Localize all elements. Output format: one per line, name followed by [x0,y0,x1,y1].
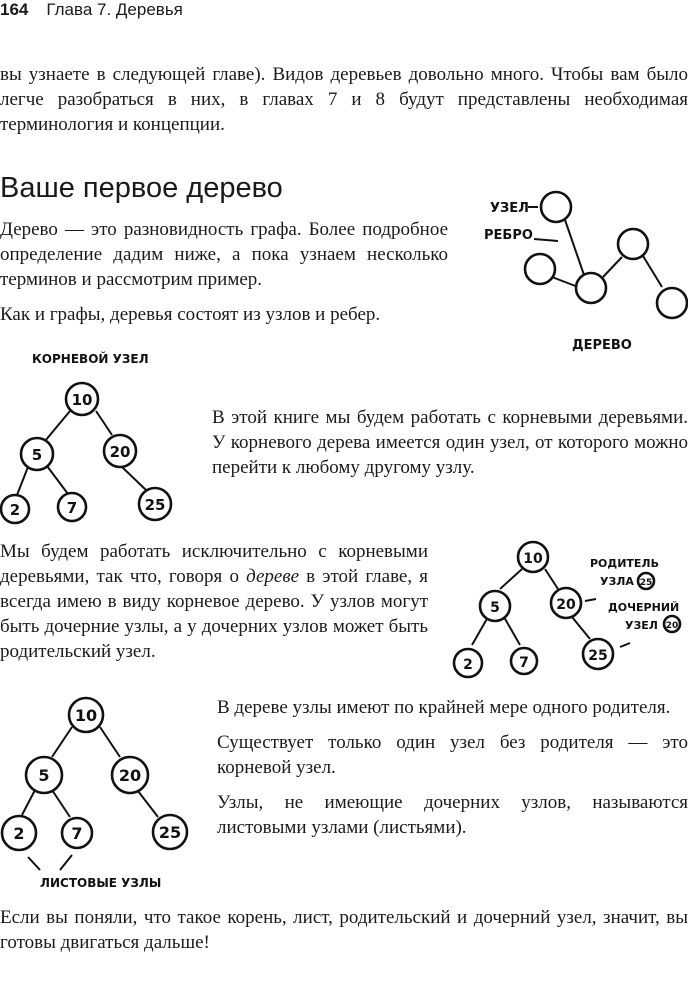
exclusive-paragraph: Мы будем работать исключительно с корнев… [0,539,688,664]
tree-node: 20 [119,766,141,785]
tree-node: 5 [32,446,42,464]
intro-paragraph: вы узнаете в следующей главе). Видов дер… [0,64,688,135]
tree-node: 5 [38,766,49,785]
root-caption: КОРНЕВОЙ УЗЕЛ [32,351,149,366]
parent-ref-node: 25 [640,578,653,588]
tree-node: 2 [463,657,473,673]
parent-child-figure: 10 5 20 2 7 25 25 20 РОДИТЕЛЬ УЗЛА ДОЧЕР… [452,540,682,679]
tree-node: 25 [145,496,166,514]
leaves-paragraph: Узлы, не имеющие дочерних узлов, называю… [217,792,688,838]
running-header: 164 Глава 7. Деревья [0,0,688,24]
child-ref-node: 20 [666,621,679,631]
edge-label: РЕБРО [484,228,533,243]
chapter-title: Глава 7. Деревья [46,0,183,19]
parent-paragraph: В дереве узлы имеют по крайней мере одно… [217,697,671,718]
child-label: ДОЧЕРНИЙ [608,601,679,614]
tree-node: 20 [556,597,576,613]
tree-node: 25 [159,823,181,842]
tree-node: 25 [588,648,607,664]
tree-node: 7 [67,499,77,517]
tree-node: 20 [110,443,131,461]
nodes-edges-paragraph: Как и графы, деревья состоят из узлов и … [0,304,381,325]
page-number: 164 [0,0,29,19]
graph-caption: ДЕРЕВО [572,338,632,353]
tree-node: 10 [75,706,97,725]
tree-node: 7 [71,824,82,843]
graph-figure: УЗЕЛ РЕБРО ДЕРЕВО [484,190,688,353]
node-label: УЗЕЛ [490,201,529,216]
root-paragraph: Существует только один узел без родителя… [217,732,688,778]
final-paragraph: Если вы поняли, что такое корень, лист, … [0,907,688,953]
tree-node: 10 [72,391,93,409]
tree-node: 7 [519,655,529,671]
parent-label: РОДИТЕЛЬ [590,557,659,570]
definition-paragraph: Дерево — это разновидность графа. Более … [0,219,448,290]
tree-node: 5 [490,600,500,616]
parent-label: УЗЛА [600,575,634,588]
root-node-figure: КОРНЕВОЙ УЗЕЛ 10 5 20 2 7 25 [0,351,173,525]
leaves-caption: ЛИСТОВЫЕ УЗЛЫ [40,876,161,890]
rooted-tree-paragraph: В этой книге мы будем работать с корневы… [212,407,688,478]
text: в этой главе, я всегда имею в виду корне… [0,566,429,662]
tree-node: 2 [10,501,20,519]
child-label: УЗЕЛ [625,619,658,632]
tree-node: 2 [13,824,24,843]
leaf-nodes-figure: 10 5 20 2 7 25 ЛИСТОВЫЕ УЗЛЫ [0,696,189,890]
tree-node: 10 [523,551,543,567]
emphasis: дереве [246,566,299,587]
text: Мы будем работать исключительно с корнев… [0,541,428,587]
section-title: Ваше первое дерево [0,172,283,204]
